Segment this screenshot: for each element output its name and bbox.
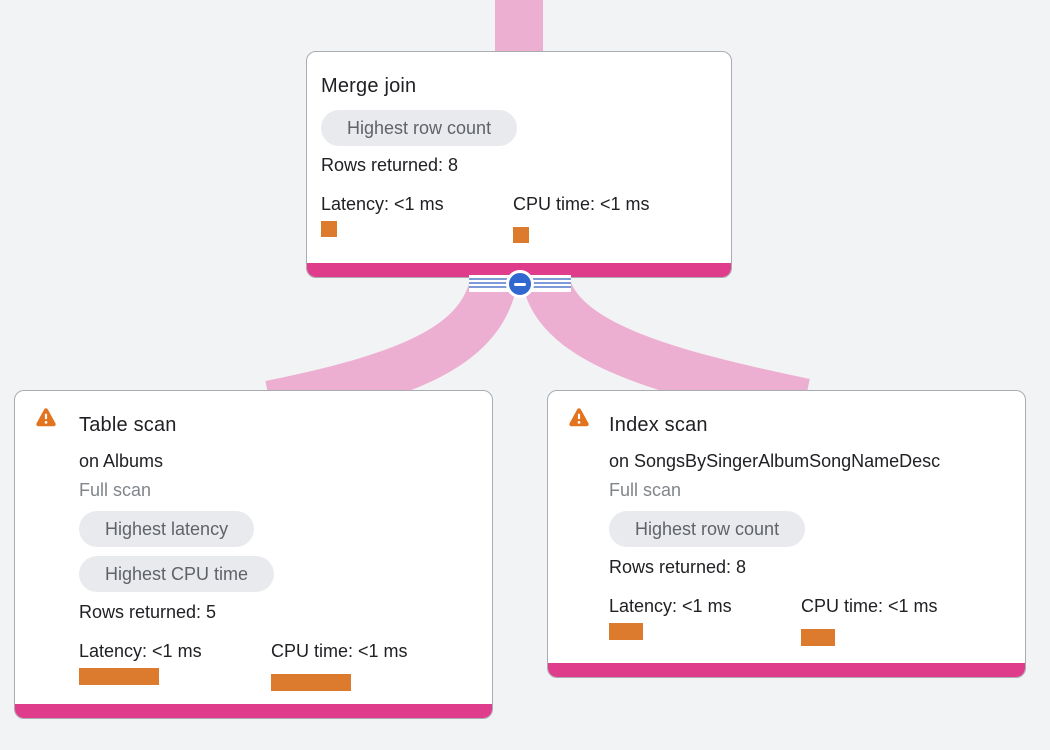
node-title: Merge join [321,75,417,97]
rows-returned-text: Rows returned: 8 [609,557,747,577]
latency-bar [321,221,337,237]
node-index-scan[interactable]: Index scan on SongsBySingerAlbumSongName… [547,390,1026,678]
scan-target-text: on Albums [79,451,164,471]
scan-target-text: on SongsBySingerAlbumSongNameDesc [609,451,941,471]
latency-label: Latency: <1 ms [609,596,732,616]
cpu-time-bar [801,629,835,646]
badge-highest-row-count: Highest row count [321,110,518,146]
badge-highest-row-count: Highest row count [609,511,806,547]
minus-icon [514,282,526,286]
edge-to-index-scan [523,274,810,426]
cpu-time-bar [271,674,351,691]
rows-returned-text: Rows returned: 5 [79,602,217,622]
edge-to-table-scan [265,275,517,428]
cpu-time-label: CPU time: <1 ms [801,596,938,616]
node-table-scan[interactable]: Table scan on Albums Full scan Highest l… [14,390,493,719]
node-accent-bar [15,704,492,718]
latency-label: Latency: <1 ms [321,194,444,214]
node-accent-bar [548,663,1025,677]
scan-type-text: Full scan [609,480,682,500]
badge-highest-cpu-time: Highest CPU time [79,556,275,592]
cpu-time-label: CPU time: <1 ms [271,641,408,661]
node-merge-join[interactable]: Merge join Highest row count Rows return… [306,51,732,278]
latency-bar [79,668,159,685]
collapse-children-button[interactable] [506,270,534,298]
latency-bar [609,623,643,640]
badge-highest-latency: Highest latency [79,511,255,547]
warning-icon [34,406,58,433]
latency-label: Latency: <1 ms [79,641,202,661]
rows-returned-text: Rows returned: 8 [321,155,459,175]
node-title: Table scan [79,414,177,436]
node-title: Index scan [609,414,708,436]
cpu-time-bar [513,227,529,243]
edge-parent-link [495,0,543,53]
scan-type-text: Full scan [79,480,152,500]
warning-icon [567,406,591,433]
cpu-time-label: CPU time: <1 ms [513,194,650,214]
